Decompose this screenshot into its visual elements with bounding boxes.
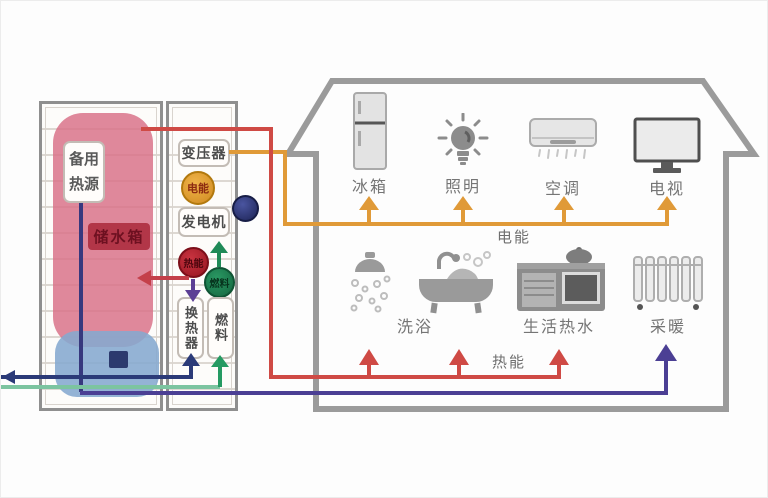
appliance-label-tv: 电视 (648, 181, 685, 198)
heating-supply-line (80, 344, 677, 395)
electric-energy-label: 电能 (496, 229, 531, 246)
house-outline (282, 78, 760, 412)
air-conditioner-icon (529, 118, 597, 159)
appliance-label-fridge: 冰箱 (351, 179, 388, 196)
fuel-inlet-line (1, 355, 229, 389)
backup-heat-source-label: 备用热源 (63, 141, 105, 203)
fridge-icon (353, 92, 387, 170)
fuel-to-generator-arrow (210, 241, 228, 267)
appliance-label-lighting: 照明 (444, 179, 481, 196)
electric-energy-arrows (359, 196, 677, 210)
stove-icon (517, 247, 605, 311)
fuel-label: 燃料 (207, 297, 234, 359)
tv-icon (633, 117, 701, 173)
pump-icon (232, 195, 259, 222)
cabinet-inner-frame (172, 107, 232, 405)
heat-to-tank-arrow (137, 270, 189, 286)
storage-tank-label: 储水箱 (88, 223, 150, 250)
appliance-label-aircon: 空调 (544, 181, 581, 198)
appliance-label-hot-water: 生活热水 (522, 319, 595, 336)
generator-label: 发电机 (178, 207, 230, 237)
bathtub-icon (419, 251, 493, 314)
appliance-label-heating: 采暖 (649, 319, 686, 336)
electric-energy-line (229, 150, 669, 226)
heat-energy-arrows (359, 349, 569, 365)
shower-icon (350, 252, 391, 313)
radiator-icon (633, 256, 703, 310)
engine-heat-to-exchanger-arrow (185, 279, 201, 302)
fuel-badge: 燃料 (204, 267, 235, 298)
electric-energy-badge: 电能 (181, 171, 215, 205)
tank-valve-icon (109, 351, 128, 368)
heat-energy-line (141, 127, 561, 379)
cabinet-inner-frame (45, 107, 157, 405)
heat-energy-badge: 热能 (178, 247, 209, 278)
water-inlet-line (1, 353, 200, 384)
transformer-label: 变压器 (178, 139, 230, 167)
lightbulb-icon (437, 113, 489, 165)
heat-exchanger-label: 换热器 (177, 297, 204, 359)
appliance-label-bathing: 洗浴 (396, 319, 433, 336)
heat-energy-label: 热能 (491, 354, 526, 371)
